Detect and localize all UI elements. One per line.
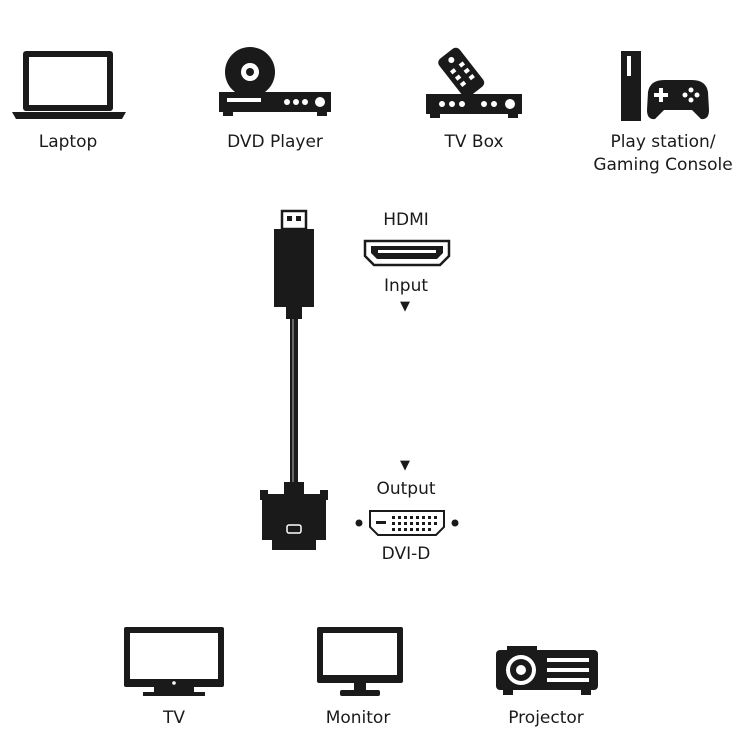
tv-icon [121,624,227,698]
monitor-icon [314,624,406,698]
hdmi-port-icon [362,238,452,268]
projector-label: Projector [508,708,584,728]
hdmi-type-label: HDMI [383,210,429,230]
laptop-icon [10,48,128,122]
projector-icon [493,644,601,698]
output-arrow-icon: ▼ [400,458,410,473]
gaming-console-icon [618,48,710,122]
dvi-type-label: DVI-D [381,544,431,564]
hdmi-to-dvi-cable [252,206,336,566]
gaming-console-label-line2: Gaming Console [593,155,733,175]
output-label: Output [376,479,436,499]
tv-box-icon [422,44,526,120]
laptop-label: Laptop [38,132,98,152]
monitor-label: Monitor [325,708,391,728]
input-label: Input [383,276,429,296]
input-arrow-icon: ▼ [400,299,410,314]
tv-label: TV [162,708,185,728]
dvd-player-icon [217,44,333,118]
gaming-console-label: Play station/ Gaming Console [588,131,738,177]
dvi-port-icon [354,507,460,539]
gaming-console-label-line1: Play station/ [610,132,716,152]
dvd-player-label: DVD Player [227,132,323,152]
tv-box-label: TV Box [444,132,504,152]
